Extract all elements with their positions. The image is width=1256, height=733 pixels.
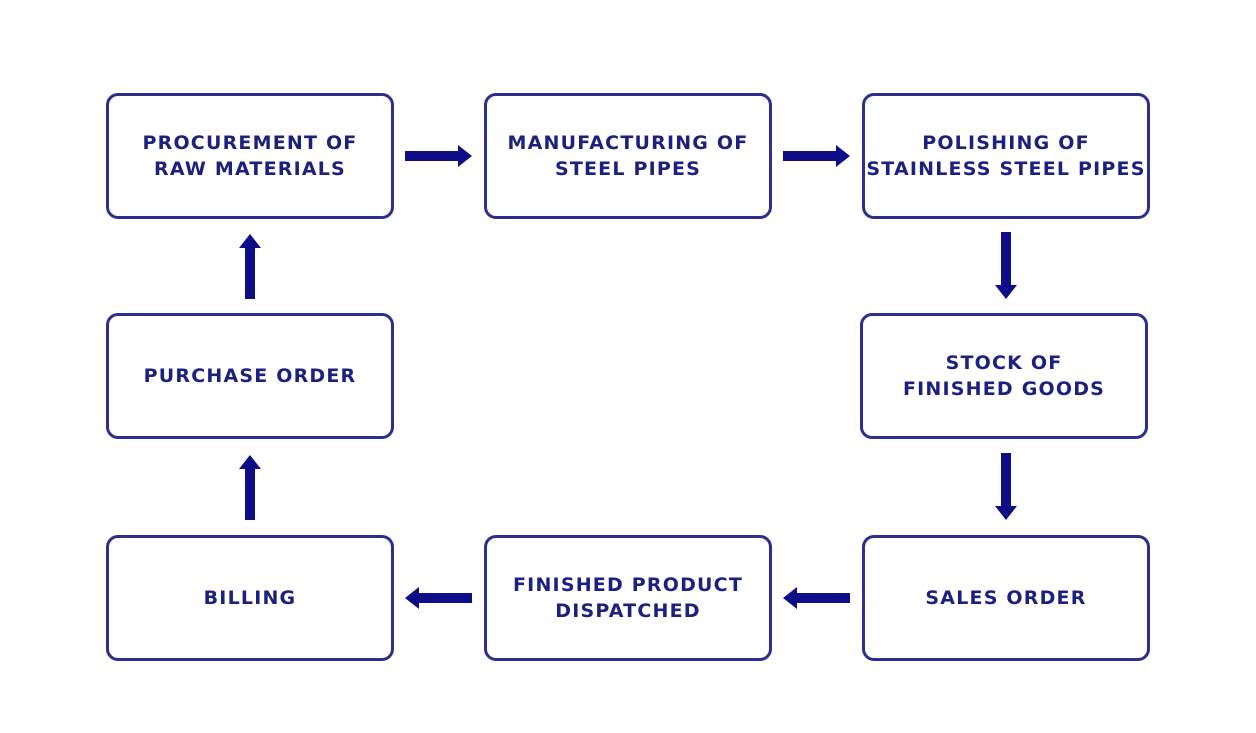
arrow-right-manufacturing-to-polishing: [783, 145, 850, 167]
step-sales-order-label: SALES ORDER: [925, 587, 1087, 609]
step-procurement-box: PROCUREMENT OF RAW MATERIALS: [106, 93, 394, 219]
step-billing-label: BILLING: [203, 587, 297, 609]
arrow-right-procurement-to-manufacturing: [405, 145, 472, 167]
step-sales-order-box: SALES ORDER: [862, 535, 1150, 661]
step-purchase-order-label: PURCHASE ORDER: [143, 365, 357, 387]
arrow-up-billing-to-purchase-order: [239, 455, 261, 520]
step-dispatched-label: FINISHED PRODUCT DISPATCHED: [513, 574, 743, 622]
step-purchase-order-box: PURCHASE ORDER: [106, 313, 394, 439]
step-manufacturing-box: MANUFACTURING OF STEEL PIPES: [484, 93, 772, 219]
arrow-down-polishing-to-stock: [995, 232, 1017, 299]
step-stock-label: STOCK OF FINISHED GOODS: [902, 352, 1106, 400]
arrow-left-sales-order-to-dispatched: [783, 587, 850, 609]
step-manufacturing-label: MANUFACTURING OF STEEL PIPES: [507, 132, 749, 180]
step-billing-box: BILLING: [106, 535, 394, 661]
arrow-up-purchase-order-to-procurement: [239, 234, 261, 299]
step-polishing-box: POLISHING OF STAINLESS STEEL PIPES: [862, 93, 1150, 219]
step-procurement-label: PROCUREMENT OF RAW MATERIALS: [142, 132, 358, 180]
arrow-left-dispatched-to-billing: [405, 587, 472, 609]
step-stock-box: STOCK OF FINISHED GOODS: [860, 313, 1148, 439]
arrow-down-stock-to-sales-order: [995, 453, 1017, 520]
step-dispatched-box: FINISHED PRODUCT DISPATCHED: [484, 535, 772, 661]
step-polishing-label: POLISHING OF STAINLESS STEEL PIPES: [866, 132, 1146, 180]
